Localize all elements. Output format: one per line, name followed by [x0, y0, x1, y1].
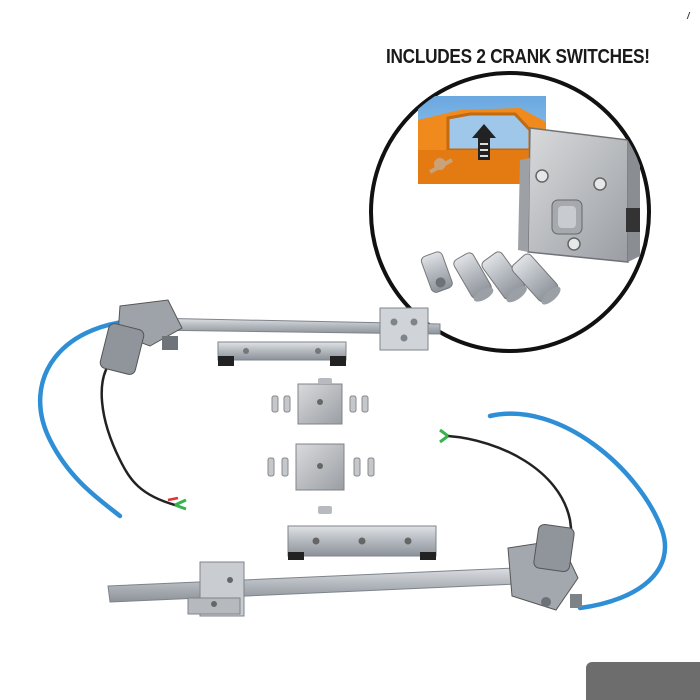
corner-tab [586, 662, 700, 700]
car-door-inset [418, 96, 546, 184]
lower-regulator [107, 411, 668, 617]
upper-regulator [38, 299, 441, 519]
callout-headline: INCLUDES 2 CRANK SWITCHES! [386, 46, 650, 68]
crank-adapters [420, 251, 561, 305]
crank-switch-box [518, 127, 640, 263]
mounting-hardware [267, 378, 375, 514]
lower-bracket [287, 525, 437, 560]
crank-switch-callout [369, 71, 651, 353]
